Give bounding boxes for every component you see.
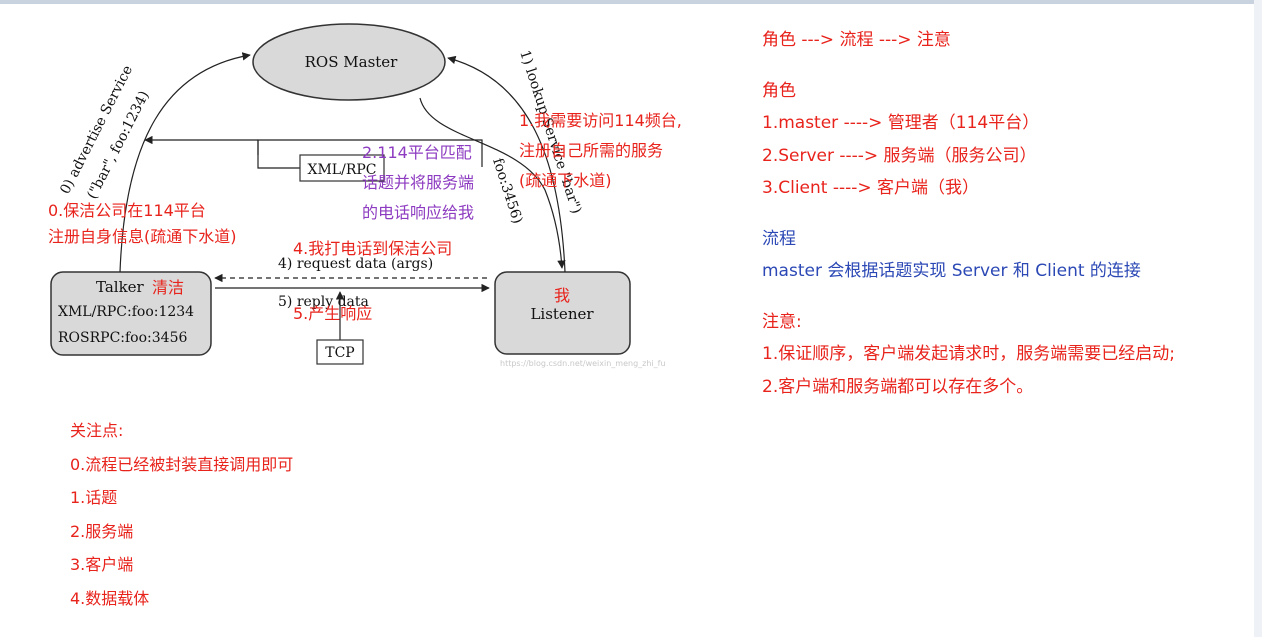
right-header: 角色 ---> 流程 ---> 注意	[762, 30, 951, 50]
master-response-edge	[419, 97, 566, 269]
note-title: 注意:	[762, 311, 802, 332]
talker-title-cn: 清洁	[152, 278, 184, 297]
role-item: 1.master ----> 管理者（114平台）	[762, 113, 1040, 133]
request-label: 4) request data (args)	[278, 256, 433, 272]
flow-text: master 会根据话题实现 Server 和 Client 的连接	[762, 261, 1141, 281]
focus-points: 关注点: 0.流程已经被封装直接调用即可 1.话题 2.服务端 3.客户端 4.…	[70, 414, 293, 615]
lookup-edge	[447, 55, 566, 273]
role-item: 2.Server ----> 服务端（服务公司）	[762, 145, 1037, 166]
xmlrpc-connector	[257, 140, 300, 169]
advertise-edge	[119, 52, 251, 273]
annotation-2: 2.114平台匹配 话题并将服务端 的电话响应给我	[362, 143, 475, 222]
listener-title-cn: 我	[554, 286, 570, 305]
tcp-box	[316, 339, 364, 365]
right-notes-panel: 角色 ---> 流程 ---> 注意 角色 1.master ----> 管理者…	[762, 24, 1175, 403]
ros-master-node	[252, 23, 446, 101]
top-border	[0, 0, 1262, 4]
annotation-5: 5.产生响应	[293, 304, 373, 323]
note-item: 2.客户端和服务端都可以存在多个。	[762, 376, 1034, 397]
right-scroll-edge	[1254, 0, 1262, 637]
ros-master-label: ROS Master	[305, 53, 399, 71]
listener-node	[494, 271, 631, 355]
xmlrpc-box-label: XML/RPC	[308, 162, 377, 178]
annotation-4: 4.我打电话到保洁公司	[293, 239, 453, 258]
focus-point-item: 0.流程已经被封装直接调用即可	[70, 454, 294, 474]
roles-title: 角色	[762, 80, 796, 101]
role-item: 3.Client ----> 客户端（我）	[762, 178, 980, 198]
focus-point-item: 3.客户端	[70, 555, 134, 574]
annotation-0: 0.保洁公司在114平台 注册自身信息(疏通下水道)	[48, 201, 237, 246]
watermark: https://blog.csdn.net/weixin_meng_zhi_fu	[500, 359, 666, 368]
focus-points-title: 关注点:	[70, 421, 124, 440]
listener-title: Listener	[530, 305, 594, 323]
talker-line1: XML/RPC:foo:1234	[58, 304, 194, 320]
tcp-box-label: TCP	[325, 345, 354, 361]
talker-node	[50, 271, 212, 356]
annotation-1: 1.我需要访问114频台, 注册自己所需的服务 (疏通下水道)	[519, 111, 682, 190]
note-item: 1.保证顺序，客户端发起请求时，服务端需要已经启动;	[762, 344, 1175, 364]
focus-point-item: 4.数据载体	[70, 588, 150, 608]
focus-point-item: 2.服务端	[70, 521, 134, 541]
talker-title: Talker	[96, 278, 145, 296]
flow-title: 流程	[762, 228, 796, 249]
focus-point-item: 1.话题	[70, 488, 118, 507]
ros-service-diagram: ROS Master Talker 清洁 XML/RPC:foo:1234 RO…	[50, 23, 666, 368]
reply-label: 5) reply data	[278, 294, 369, 310]
xmlrpc-box	[299, 154, 385, 182]
talker-line2: ROSRPC:foo:3456	[58, 330, 187, 346]
